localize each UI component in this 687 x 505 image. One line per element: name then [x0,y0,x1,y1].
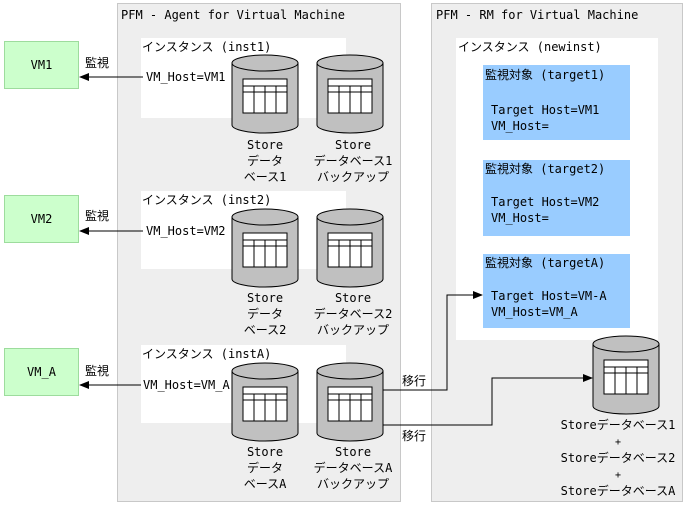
store-backup-A-label-l2: データベースA [313,461,393,475]
monitor-label-1: 監視 [85,56,110,70]
store-db-A-label-l2: データ [246,461,283,475]
store-db-2-label-l1: Store [246,291,284,305]
targetA-line2: VM_Host=VM_A [491,305,578,319]
store-db-1-label-l1: Store [246,138,284,152]
store-backup-2-label-l3: バックアップ [316,323,389,337]
store-backup-A-label-l3: バックアップ [316,477,389,491]
vm2-box: VM2 [4,195,79,243]
rm-store-label-l3: StoreデータベースA [560,484,676,498]
store-backup-1-label-l1: Store [334,138,372,152]
store-backup-A-icon [316,362,384,442]
monitor-label-A: 監視 [85,364,110,378]
store-db-2-label-l2: データ [246,307,283,321]
target2-box [483,160,630,236]
store-backup-1-icon [316,54,384,134]
rm-store-label-plus1: + [614,437,622,448]
rm-store-label-l2: Storeデータベース2 [560,451,676,465]
vm1-label: VM1 [30,58,53,72]
store-db-A-icon [231,362,299,442]
instance-inst1-host: VM_Host=VM1 [146,70,226,84]
store-backup-2-label-l2: データベース2 [313,307,393,321]
target2-header: 監視対象 (target2) [485,162,606,176]
monitor-label-2: 監視 [85,209,110,223]
rm-store-db-icon [592,335,660,415]
rm-store-label-plus2: + [614,470,622,481]
target2-line2: VM_Host= [491,211,549,225]
store-db-2-icon [231,208,299,288]
vm1-box: VM1 [4,41,79,89]
target1-box [483,65,630,140]
migrate-arrow-to-store [383,374,593,426]
migrate-label-1: 移行 [402,374,427,388]
instance-newinst-header: インスタンス (newinst) [458,40,602,54]
vm2-label: VM2 [30,212,53,226]
target1-line1: Target Host=VM1 [491,103,600,117]
store-backup-1-label-l2: データベース1 [313,154,393,168]
store-backup-2-label-l1: Store [334,291,372,305]
store-db-A-label-l3: ベースA [243,477,287,491]
target1-header: 監視対象 (target1) [485,68,606,82]
instance-inst2-header: インスタンス (inst2) [142,193,272,207]
targetA-line1: Target Host=VM-A [491,289,607,303]
migrate-arrow-to-targetA [383,291,483,391]
instance-inst2-host: VM_Host=VM2 [146,224,226,238]
instance-instA-header: インスタンス (instA) [142,347,272,361]
targetA-header: 監視対象 (targetA) [485,256,606,270]
targetA-box [483,254,630,328]
target2-line1: Target Host=VM2 [491,195,600,209]
store-db-1-icon [231,54,299,134]
store-backup-2-icon [316,208,384,288]
store-db-2-label-l3: ベース2 [243,323,287,337]
store-db-1-label-l2: データ [246,154,283,168]
vmA-label: VM_A [27,365,56,379]
store-backup-A-label-l1: Store [334,445,372,459]
agent-panel-title: PFM - Agent for Virtual Machine [121,8,345,22]
instance-instA-host: VM_Host=VM_A [143,378,230,392]
store-db-1-label-l3: ベース1 [243,170,287,184]
store-backup-1-label-l3: バックアップ [316,170,389,184]
rm-store-label-l1: Storeデータベース1 [560,418,676,432]
vmA-box: VM_A [4,348,79,396]
migrate-label-2: 移行 [402,429,427,443]
store-db-A-label-l1: Store [246,445,284,459]
instance-inst1-header: インスタンス (inst1) [142,40,272,54]
target1-line2: VM_Host= [491,119,549,133]
rm-panel-title: PFM - RM for Virtual Machine [436,8,639,22]
